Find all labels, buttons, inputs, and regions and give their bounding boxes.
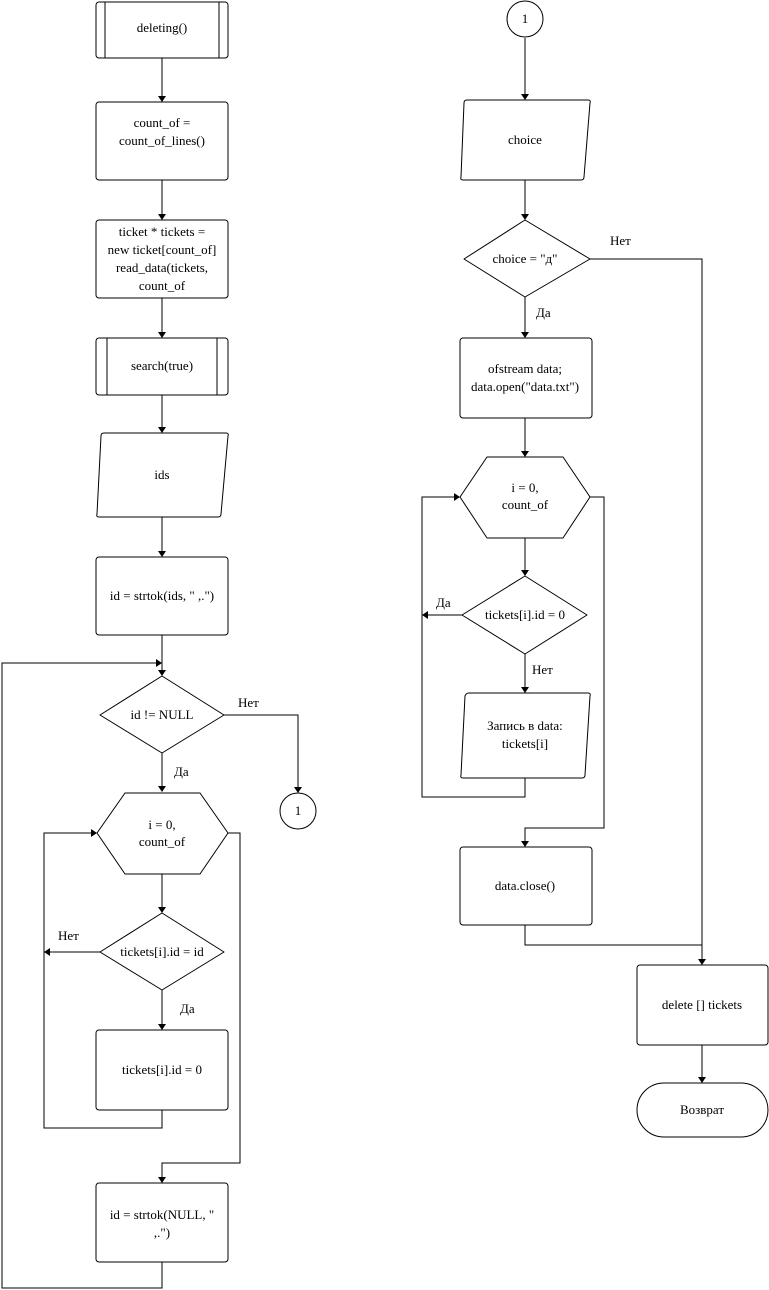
connector-top: 1 (506, 0, 544, 38)
tickets-new-line-1: ticket * tickets = (119, 224, 205, 239)
open-file-line-1: ofstream data; (488, 361, 562, 376)
label-yes-ticket-eq: Да (180, 1001, 195, 1016)
label-yes-ticket-zero: Да (436, 595, 451, 610)
tickets-new-line-2: new ticket[count_of] (108, 242, 217, 257)
end-return-label: Возврат (680, 1102, 724, 1117)
write-data-line-1: Запись в data: (487, 718, 563, 733)
label-yes-id-null: Да (174, 764, 189, 779)
open-file-line-2: data.open("data.txt") (471, 379, 579, 394)
connector-left: 1 (279, 792, 317, 830)
label-no-ticket-zero: Нет (532, 662, 553, 677)
connector-left-label: 1 (295, 803, 302, 818)
loop-left-line-1: i = 0, (148, 817, 175, 832)
count-of-block: count_of = count_of_lines() (95, 101, 229, 181)
cond-id-not-null: id != NULL (99, 675, 225, 754)
loop-right-hexagon: i = 0, count_of (459, 456, 591, 539)
search-block: search(true) (95, 337, 229, 396)
end-return-terminal: Возврат (636, 1082, 769, 1138)
label-no-ticket-eq: Нет (58, 928, 79, 943)
delete-tickets-block: delete [] tickets (636, 964, 769, 1046)
loop-left-hexagon: i = 0, count_of (96, 792, 229, 875)
write-data-block: Запись в data: tickets[i] (460, 692, 591, 779)
strtok-null-line-2: ,.") (154, 1225, 170, 1240)
tickets-new-line-3: read_data(tickets, (116, 260, 208, 275)
strtok-ids-label: id = strtok(ids, " ,.") (110, 588, 214, 603)
assign-zero-block: tickets[i].id = 0 (95, 1029, 229, 1111)
loop-right-line-1: i = 0, (511, 480, 538, 495)
close-file-block: data.close() (459, 846, 593, 926)
loop-right-line-2: count_of (502, 497, 549, 512)
label-no-choice: Нет (610, 233, 631, 248)
input-ids-block: ids (96, 432, 229, 518)
input-ids-label: ids (154, 467, 169, 482)
strtok-null-line-1: id = strtok(NULL, " (110, 1207, 214, 1222)
input-choice-block: choice (460, 99, 591, 181)
label-no-id-null: Нет (238, 695, 259, 710)
delete-tickets-label: delete [] tickets (662, 997, 742, 1012)
connector-lines (1, 38, 706, 1289)
cond-choice: choice = "д" (463, 219, 591, 298)
count-of-line-2: count_of_lines() (119, 133, 205, 148)
cond-choice-label: choice = "д" (493, 251, 558, 266)
close-file-label: data.close() (495, 878, 555, 893)
label-yes-choice: Да (536, 305, 551, 320)
start-deleting-block: deleting() (95, 1, 229, 59)
tickets-new-line-4: count_of (139, 278, 186, 293)
tickets-new-block: ticket * tickets = new ticket[count_of] … (95, 219, 229, 299)
cond-ticket-eq-id: tickets[i].id = id (99, 912, 225, 991)
cond-ticket-zero: tickets[i].id = 0 (461, 575, 588, 655)
write-data-line-2: tickets[i] (502, 736, 548, 751)
connector-top-label: 1 (522, 11, 529, 26)
cond-id-not-null-label: id != NULL (131, 707, 194, 722)
loop-left-line-2: count_of (139, 834, 186, 849)
cond-ticket-eq-id-label: tickets[i].id = id (120, 944, 204, 959)
search-label: search(true) (131, 358, 193, 373)
cond-ticket-zero-label: tickets[i].id = 0 (485, 607, 565, 622)
count-of-line-1: count_of = (134, 115, 191, 130)
start-deleting-label: deleting() (137, 20, 188, 35)
strtok-ids-block: id = strtok(ids, " ,.") (95, 556, 229, 636)
assign-zero-label: tickets[i].id = 0 (122, 1062, 202, 1077)
open-file-block: ofstream data; data.open("data.txt") (459, 337, 593, 419)
input-choice-label: choice (508, 132, 542, 147)
strtok-null-block: id = strtok(NULL, " ,.") (95, 1182, 229, 1263)
